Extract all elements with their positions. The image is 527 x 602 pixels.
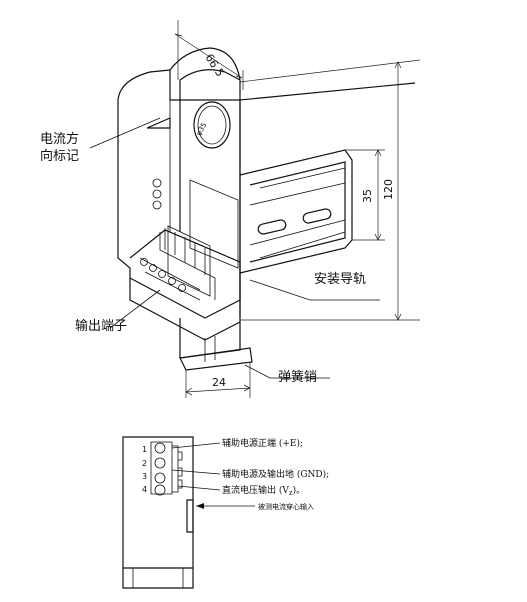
pin-3-number: 3 (142, 472, 147, 481)
label-direction-line1: 电流方 (40, 131, 79, 147)
pin-4-number: 4 (142, 485, 147, 494)
pin-4-screw (154, 484, 166, 496)
led-1 (152, 178, 162, 188)
arrow-label: 被测电流穿心输入 (258, 502, 314, 511)
dim-bottom-label: 24 (212, 376, 226, 389)
led-3 (152, 200, 162, 210)
dim-height-label: 120 (382, 179, 395, 200)
label-terminal: 输出端子 (75, 318, 127, 334)
pin-2-number: 2 (142, 459, 147, 468)
leader-terminal (109, 289, 161, 329)
pin-1-desc: 辅助电源正端 (+E); (222, 437, 303, 449)
leader-rail (249, 279, 380, 301)
pin-4-desc: 直流电压输出 (Vz)。 (222, 484, 305, 497)
din-rail (239, 149, 353, 274)
through-hole (193, 101, 231, 149)
dim-hole-label: φ35 (195, 121, 209, 137)
leader-direction (89, 117, 161, 149)
pin-1-number: 1 (142, 445, 147, 454)
leader-spring (244, 364, 330, 379)
spring-pin (179, 336, 253, 371)
label-spring: 弹簧销 (278, 369, 317, 385)
pin-23-desc: 辅助电源及输出地 (GND); (222, 468, 329, 480)
wiring-view (122, 436, 255, 589)
pin-1-screw (154, 442, 166, 454)
pin-3-screw (154, 472, 166, 484)
dim-rail-label: 35 (361, 189, 374, 203)
arrow-head-icon (196, 503, 204, 509)
dim-width-label: 66.5 (202, 52, 226, 80)
device-isometric-view (89, 20, 421, 398)
label-direction-line2: 向标记 (40, 148, 79, 164)
label-rail: 安装导轨 (314, 272, 366, 287)
led-2 (152, 189, 162, 199)
terminal-block (139, 225, 211, 301)
pin-2-screw (154, 457, 166, 469)
